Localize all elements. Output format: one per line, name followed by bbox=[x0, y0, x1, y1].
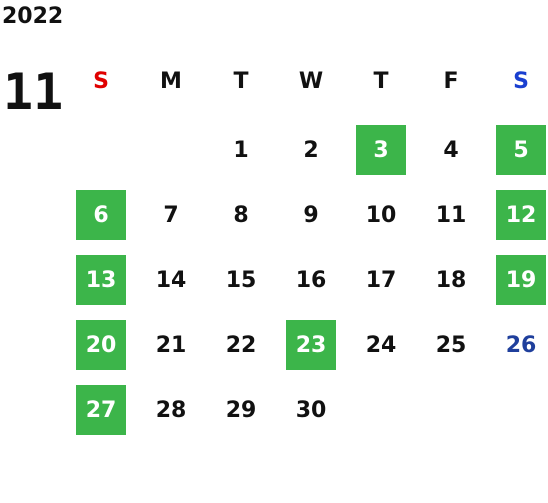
year-label: 2022 bbox=[2, 4, 64, 29]
day-cell-highlighted[interactable]: 23 bbox=[286, 320, 336, 370]
day-cell[interactable]: 8 bbox=[233, 202, 249, 228]
weekday-label: T bbox=[233, 68, 249, 94]
day-cell[interactable]: 9 bbox=[303, 202, 319, 228]
week-row: 20 21 22 23 24 25 26 bbox=[66, 320, 548, 385]
day-cell[interactable]: 4 bbox=[443, 137, 459, 163]
day-cell-highlighted[interactable]: 27 bbox=[76, 385, 126, 435]
day-cell[interactable]: 29 bbox=[225, 397, 257, 423]
day-cell[interactable]: 18 bbox=[435, 267, 467, 293]
weekday-label: S bbox=[513, 68, 529, 94]
day-cell-highlighted[interactable]: 6 bbox=[76, 190, 126, 240]
day-cell-highlighted[interactable]: 20 bbox=[76, 320, 126, 370]
weekday-label: T bbox=[373, 68, 389, 94]
day-cell-highlighted[interactable]: 13 bbox=[76, 255, 126, 305]
weekday-label: W bbox=[298, 68, 324, 94]
weekday-label: S bbox=[93, 68, 109, 94]
weekday-label: F bbox=[443, 68, 459, 94]
day-cell[interactable]: 15 bbox=[225, 267, 257, 293]
day-cell[interactable]: 1 bbox=[233, 137, 249, 163]
day-cell[interactable]: 24 bbox=[365, 332, 397, 358]
day-cell[interactable]: 22 bbox=[225, 332, 257, 358]
day-cell[interactable]: 16 bbox=[295, 267, 327, 293]
day-cell-highlighted[interactable]: 19 bbox=[496, 255, 546, 305]
day-cell[interactable]: 30 bbox=[295, 397, 327, 423]
day-cell[interactable]: 17 bbox=[365, 267, 397, 293]
week-row: 13 14 15 16 17 18 19 bbox=[66, 255, 548, 320]
day-cell[interactable]: 2 bbox=[303, 137, 319, 163]
day-cell-highlighted[interactable]: 5 bbox=[496, 125, 546, 175]
week-row: 6 7 8 9 10 11 12 bbox=[66, 190, 548, 255]
day-cell-highlighted[interactable]: 3 bbox=[356, 125, 406, 175]
day-cell-highlighted[interactable]: 12 bbox=[496, 190, 546, 240]
month-label: 11 bbox=[3, 63, 64, 121]
weekday-label: M bbox=[160, 68, 182, 94]
day-cell[interactable]: 7 bbox=[163, 202, 179, 228]
week-row: 1 2 3 4 5 bbox=[66, 125, 548, 190]
day-cell[interactable]: 14 bbox=[155, 267, 187, 293]
week-row: 27 28 29 30 bbox=[66, 385, 548, 450]
day-cell[interactable]: 10 bbox=[365, 202, 397, 228]
day-cell[interactable]: 25 bbox=[435, 332, 467, 358]
day-cell[interactable]: 26 bbox=[505, 332, 537, 358]
day-cell[interactable]: 21 bbox=[155, 332, 187, 358]
day-cell[interactable]: 28 bbox=[155, 397, 187, 423]
day-cell[interactable]: 11 bbox=[435, 202, 467, 228]
